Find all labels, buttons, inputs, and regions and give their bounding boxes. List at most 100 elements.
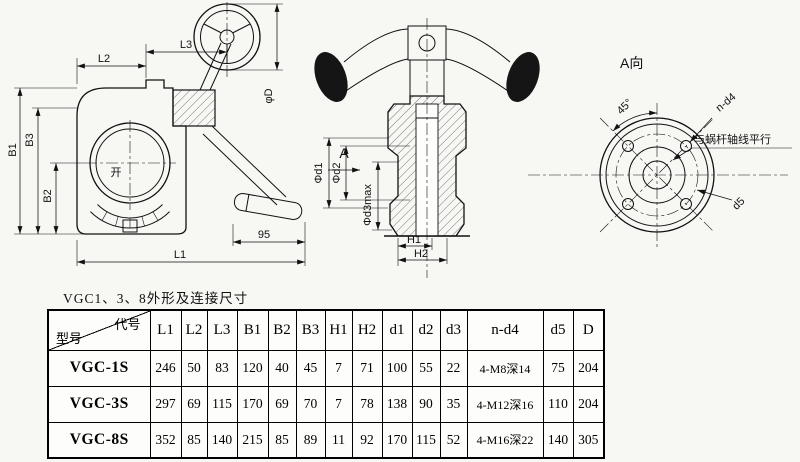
value-cell: 4-M8深14	[466, 349, 544, 387]
dim-h1-label: H1	[407, 234, 421, 246]
value-cell: 71	[351, 349, 383, 387]
value-cell: 7	[324, 385, 353, 423]
value-cell: 170	[381, 421, 413, 459]
value-cell: 140	[206, 421, 238, 459]
value-cell: 100	[381, 349, 413, 387]
handwheel-front	[193, 3, 261, 91]
section-view: A Φd1 Φd2 Φd3max H1 H2	[313, 18, 540, 278]
value-cell: 246	[149, 349, 182, 387]
corner-label-model: 型号	[56, 330, 83, 346]
dim-b2-label: B2	[42, 189, 54, 202]
value-cell: 89	[295, 421, 326, 459]
value-cell: 115	[206, 385, 238, 423]
dim-l3-label: L3	[180, 39, 192, 51]
indicator-window-circle	[89, 122, 171, 204]
model-cell: VGC-3S	[47, 385, 151, 423]
col-header-l1: L1	[149, 309, 182, 351]
input-hub-section	[172, 89, 216, 127]
view-arrow-label: A	[339, 145, 349, 161]
value-cell: 45	[295, 349, 326, 387]
model-cell: VGC-8S	[47, 421, 151, 459]
flange-outer-circle	[599, 117, 715, 233]
value-cell: 138	[381, 385, 413, 423]
col-header-l3: L3	[206, 309, 238, 351]
dim-95-label: 95	[258, 229, 270, 241]
col-header-h1: H1	[324, 309, 353, 351]
view-a-title: A向	[620, 55, 643, 71]
dim-b1-label: B1	[7, 143, 19, 156]
spec-table-container: 代号 型号 L1 L2 L3 B1 B2 B3 H1 H2 d1 d2 d3 n…	[47, 309, 605, 459]
value-cell: 115	[411, 421, 441, 459]
note-parallel-to-worm-axis: 与蜗杆轴线平行	[694, 132, 771, 146]
col-header-d2: d2	[411, 309, 441, 351]
value-cell: 204	[572, 385, 605, 423]
value-cell: 69	[180, 385, 208, 423]
col-header-d5: d5	[542, 309, 574, 351]
handwheel-section	[314, 25, 540, 102]
dim-b3-label: B3	[24, 133, 36, 146]
value-cell: 92	[351, 421, 383, 459]
value-cell: 7	[324, 349, 353, 387]
model-cell: VGC-1S	[47, 349, 151, 387]
value-cell: 52	[439, 421, 468, 459]
value-cell: 4-M12深16	[466, 385, 544, 423]
value-cell: 85	[180, 421, 208, 459]
front-view: 开	[7, 2, 306, 266]
drawing-caption: VGC1、3、8外形及连接尺寸	[63, 291, 249, 306]
value-cell: 90	[411, 385, 441, 423]
table-row-vgc-1s: VGC-1S 246 50 83 120 40 45 7 71 100 55 2…	[47, 349, 605, 387]
value-cell: 35	[439, 385, 468, 423]
value-cell: 55	[411, 349, 441, 387]
value-cell: 11	[324, 421, 353, 459]
dim-45deg-label: 45°	[615, 97, 635, 117]
degree-scale	[90, 204, 170, 233]
value-cell: 204	[572, 349, 605, 387]
value-cell: 140	[542, 421, 574, 459]
value-cell: 120	[236, 349, 269, 387]
value-cell: 78	[351, 385, 383, 423]
value-cell: 22	[439, 349, 468, 387]
table-row-vgc-8s: VGC-8S 352 85 140 215 85 89 11 92 170 11…	[47, 421, 605, 459]
dim-l2-label: L2	[98, 53, 110, 65]
value-cell: 83	[206, 349, 238, 387]
dim-nd4-label: n-d4	[714, 91, 739, 114]
value-cell: 50	[180, 349, 208, 387]
bolt-circle	[615, 133, 699, 217]
crank-handle	[202, 125, 303, 221]
value-cell: 305	[572, 421, 605, 459]
dim-d5-label: d5	[730, 195, 747, 212]
col-header-b1: B1	[236, 309, 269, 351]
value-cell: 75	[542, 349, 574, 387]
value-cell: 4-M16深22	[466, 421, 544, 459]
a-direction-view: A向 45° n-d4 与蜗杆轴线平行 d5	[528, 55, 792, 249]
col-header-d: D	[572, 309, 605, 351]
value-cell: 352	[149, 421, 182, 459]
corner-label-code: 代号	[114, 317, 141, 332]
gearbox-body	[76, 79, 187, 235]
dim-h2-label: H2	[414, 248, 428, 260]
technical-drawing: 开	[7, 2, 792, 278]
value-cell: 85	[267, 421, 297, 459]
col-header-l2: L2	[180, 309, 208, 351]
dim-phid3max-label: Φd3max	[362, 184, 374, 226]
col-header-nd4: n-d4	[466, 309, 544, 351]
table-row-vgc-3s: VGC-3S 297 69 115 170 69 70 7 78 138 90 …	[47, 385, 605, 423]
value-cell: 170	[236, 385, 269, 423]
col-header-d1: d1	[381, 309, 413, 351]
value-cell: 40	[267, 349, 297, 387]
col-header-d3: d3	[439, 309, 468, 351]
col-header-b3: B3	[295, 309, 326, 351]
value-cell: 215	[236, 421, 269, 459]
open-label: 开	[111, 167, 122, 179]
table-header-row: 代号 型号 L1 L2 L3 B1 B2 B3 H1 H2 d1 d2 d3 n…	[47, 309, 605, 351]
col-header-h2: H2	[351, 309, 383, 351]
value-cell: 297	[149, 385, 182, 423]
value-cell: 69	[267, 385, 297, 423]
value-cell: 110	[542, 385, 574, 423]
dim-l1-label: L1	[174, 249, 186, 261]
col-header-b2: B2	[267, 309, 297, 351]
dim-phid-label: φD	[263, 88, 275, 103]
table-corner-cell: 代号 型号	[47, 309, 151, 351]
spec-table: 代号 型号 L1 L2 L3 B1 B2 B3 H1 H2 d1 d2 d3 n…	[47, 309, 605, 459]
